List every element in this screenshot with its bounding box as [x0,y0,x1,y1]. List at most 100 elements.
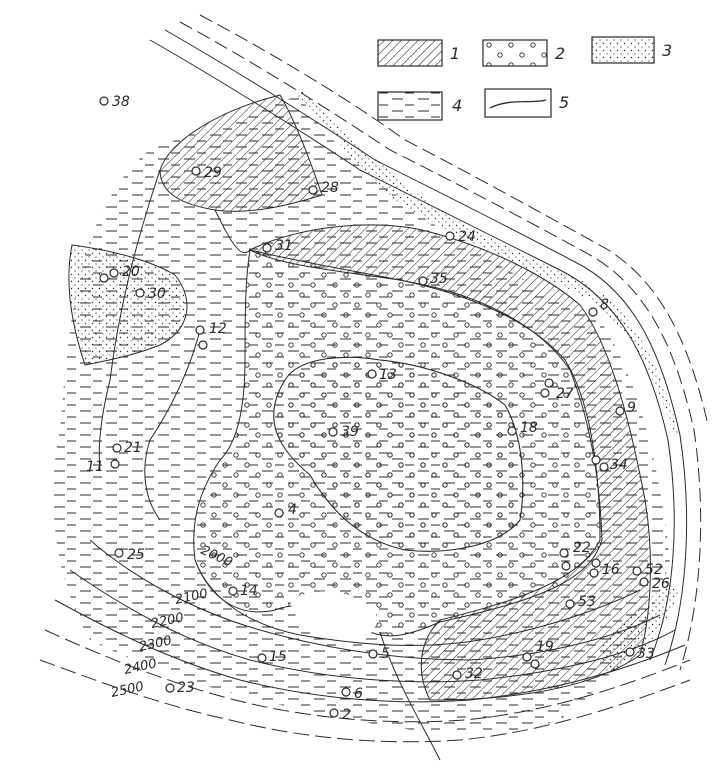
contour-label-2200: 2200 [150,610,185,632]
area-dots-ne [295,88,682,445]
legend: 1 2 3 4 5 [377,36,672,121]
legend-label: 3 [662,41,672,60]
contour-2200 [69,569,676,683]
well-label: 53 [578,594,596,610]
well-label: 25 [127,547,145,563]
well-label: 6 [354,686,363,702]
well-29[interactable]: 29 [191,165,222,181]
area-dots-w [68,244,188,366]
boundary-fault [379,631,441,761]
well-label: 16 [602,562,620,578]
legend-line-symbol [489,99,547,109]
contour-label-2100: 2100 [174,586,209,608]
legend-item-4: 4 [377,91,462,121]
contour-north-4 [199,14,709,426]
well-22[interactable]: 22 [559,540,591,571]
boundary-west-2 [214,209,251,253]
well-39[interactable]: 39 [328,424,359,440]
well-16[interactable]: 16 [589,558,620,578]
legend-swatch-dots [591,36,655,64]
well-label: 34 [610,457,628,473]
legend-swatch-line [484,88,552,118]
well-14[interactable]: 14 [228,583,258,599]
well-label: 24 [458,229,476,245]
area-inner [273,356,524,552]
legend-item-3: 3 [591,36,672,64]
well-label: 32 [465,666,483,682]
well-15[interactable]: 15 [257,649,287,665]
well-label: 19 [536,639,554,655]
area-hatch-nw [159,94,323,212]
well-4[interactable]: 4 [274,502,297,518]
well-label: 18 [520,420,538,436]
well-label: 39 [341,424,359,440]
well-27[interactable]: 27 [540,378,574,402]
well-25[interactable]: 25 [114,547,145,563]
well-label: 8 [600,297,609,313]
legend-item-5: 5 [484,88,569,118]
well-5[interactable]: 5 [368,646,390,662]
wells: 2 4 5 6 8 9 11 12 13 14 15 16 18 19 20 2… [86,94,670,723]
well-label: 14 [240,583,258,599]
well-13[interactable]: 13 [367,367,397,383]
contour-label-2500: 2500 [110,679,145,701]
well-label: 20 [122,264,140,280]
well-label: 35 [430,271,448,287]
contour-label-2400: 2400 [123,656,158,678]
well-2[interactable]: 2 [329,707,351,723]
well-33[interactable]: 33 [625,646,655,662]
well-label: 38 [112,94,130,110]
well-28[interactable]: 28 [308,180,339,196]
contour-north-2 [164,29,688,666]
well-label: 28 [321,180,339,196]
well-34[interactable]: 34 [591,455,628,473]
well-label: 23 [177,680,195,696]
legend-swatch-circles [482,39,548,67]
contour-2400 [44,629,691,723]
legend-label: 2 [555,44,565,63]
boundary-west-3 [144,329,201,521]
well-20[interactable]: 20 [99,264,140,283]
well-26[interactable]: 26 [639,576,670,592]
legend-label: 1 [450,44,460,63]
contour-lines [39,14,709,761]
contour-2500 [39,659,691,743]
contour-north-1 [149,39,675,661]
well-31[interactable]: 31 [262,238,293,254]
well-11[interactable]: 11 [86,459,120,475]
well-label: 30 [148,286,166,302]
well-label: 11 [86,459,104,475]
well-53[interactable]: 53 [565,594,596,610]
well-52[interactable]: 52 [632,562,663,578]
well-32[interactable]: 32 [452,666,483,682]
well-6[interactable]: 6 [341,686,363,702]
well-21[interactable]: 21 [112,440,142,456]
contour-2300 [54,599,686,703]
well-12[interactable]: 12 [195,321,227,350]
well-38[interactable]: 38 [99,94,130,110]
well-label: 29 [204,165,222,181]
contour-label-2300: 2300 [138,633,173,655]
well-30[interactable]: 30 [135,286,166,302]
well-8[interactable]: 8 [588,297,609,317]
boundary-west-1 [98,169,161,471]
well-label: 22 [573,540,591,556]
well-9[interactable]: 9 [615,400,636,416]
well-35[interactable]: 35 [418,271,448,287]
well-label: 2 [342,707,351,723]
area-dash-inset [290,591,377,642]
legend-swatch-hatch [377,39,443,67]
well-label: 27 [556,386,574,402]
well-19[interactable]: 19 [522,639,554,669]
lithology-areas [53,88,682,734]
well-label: 4 [288,502,297,518]
well-23[interactable]: 23 [165,680,195,696]
well-label: 31 [275,238,293,254]
legend-label: 5 [559,93,569,112]
contour-north-3 [179,21,702,671]
well-18[interactable]: 18 [507,420,538,436]
legend-item-1: 1 [377,39,460,67]
legend-swatch-dashes [377,91,443,121]
well-24[interactable]: 24 [445,229,476,245]
